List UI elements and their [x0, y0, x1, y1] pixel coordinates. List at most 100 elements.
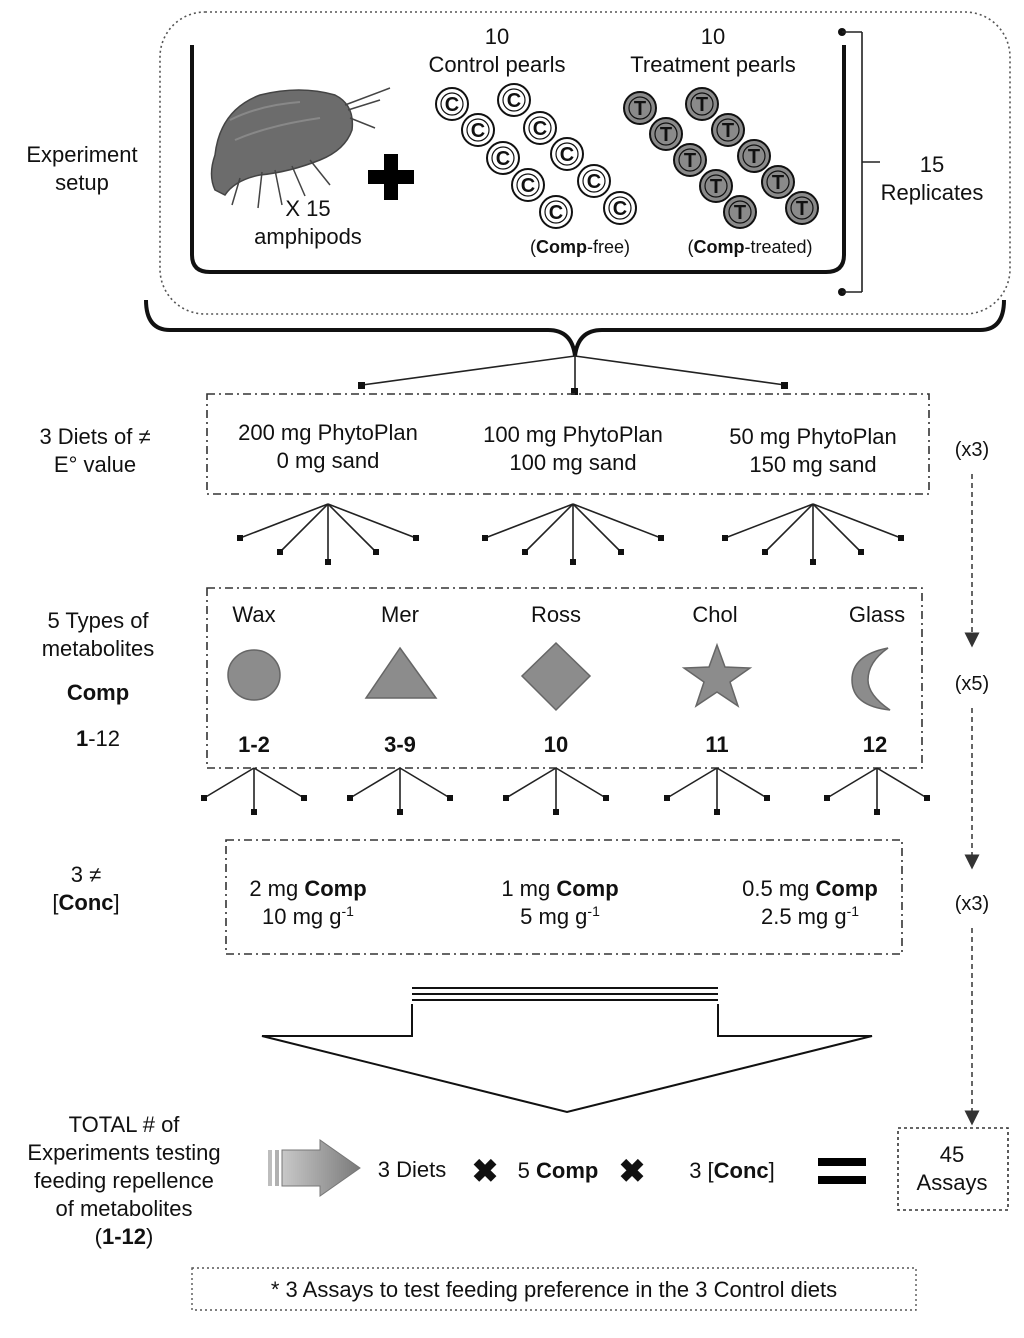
- diet-1-line1: 200 mg PhytoPlan: [238, 420, 418, 445]
- metabolites-multiplier: (x5): [955, 673, 989, 695]
- control-pearl: C: [497, 83, 531, 117]
- conc-3-value: 2.5 mg g-1: [761, 903, 859, 929]
- total-label-line2: Experiments testing: [27, 1140, 220, 1165]
- svg-text:T: T: [710, 176, 722, 198]
- svg-text:T: T: [772, 172, 784, 194]
- svg-text:T: T: [634, 98, 646, 120]
- crescent-icon: [851, 647, 891, 711]
- container-outline: [190, 45, 846, 274]
- total-term-diets: 3 Diets: [378, 1157, 446, 1182]
- svg-text:C: C: [507, 90, 521, 112]
- svg-text:C: C: [587, 171, 601, 193]
- result-box: [897, 1127, 1009, 1211]
- svg-text:T: T: [684, 150, 696, 172]
- svg-text:C: C: [445, 94, 459, 116]
- multiply-icon-1: ✖: [472, 1153, 499, 1189]
- treatment-pearl: T: [785, 191, 819, 225]
- svg-text:C: C: [496, 148, 510, 170]
- multiply-icon-2: ✖: [619, 1153, 646, 1189]
- svg-text:C: C: [560, 144, 574, 166]
- metabolites-label-comp: Comp: [67, 680, 129, 705]
- setup-frame: [159, 11, 1011, 315]
- setup-label-line1: Experiment: [26, 142, 137, 167]
- total-label-line4: of metabolites: [56, 1196, 193, 1221]
- svg-text:C: C: [549, 202, 563, 224]
- control-pearl: C: [550, 137, 584, 171]
- setup-brace: [144, 299, 1006, 357]
- treatment-pearl: T: [673, 143, 707, 177]
- diets-label-line1: 3 Diets of ≠: [39, 424, 150, 449]
- control-pearl: C: [511, 168, 545, 202]
- footnote-box: [191, 1267, 917, 1311]
- svg-text:T: T: [722, 120, 734, 142]
- svg-text:T: T: [734, 202, 746, 224]
- diet-2-line2: 100 mg sand: [509, 450, 636, 475]
- funnel-arrow: [261, 987, 873, 1114]
- total-term-comp: 5 Comp: [518, 1158, 599, 1183]
- svg-text:T: T: [796, 198, 808, 220]
- conc-multiplier: (x3): [955, 893, 989, 915]
- conc-label-line2: [Conc]: [52, 890, 119, 915]
- plus-icon: [368, 154, 414, 200]
- metabolite-range-ross: 10: [544, 732, 568, 757]
- total-label-line3: feeding repellence: [34, 1168, 214, 1193]
- total-label-line1: TOTAL # of: [69, 1112, 181, 1137]
- amphipod-illustration: [210, 87, 391, 209]
- conc-label-line1: 3 ≠: [71, 862, 101, 887]
- concentration-fans: [201, 767, 930, 815]
- control-pearl: C: [523, 111, 557, 145]
- metabolite-name-glass: Glass: [849, 602, 905, 627]
- replicates-bracket: [838, 28, 880, 296]
- metabolite-range-glass: 12: [863, 732, 887, 757]
- total-label-line5: (1-12): [95, 1224, 154, 1249]
- metabolite-name-chol: Chol: [692, 602, 737, 627]
- diets-label-line2: E° value: [54, 452, 136, 477]
- treatment-pearl: T: [649, 117, 683, 151]
- metabolite-name-wax: Wax: [232, 602, 275, 627]
- amphipod-label: amphipods: [254, 224, 362, 249]
- treatment-pearl: T: [699, 169, 733, 203]
- control-pearl: C: [577, 164, 611, 198]
- control-note: (Comp-free): [530, 237, 630, 257]
- treatment-pearl: T: [723, 195, 757, 229]
- conc-1-amount: 2 mg Comp: [249, 876, 366, 901]
- diets-frame: [206, 393, 930, 495]
- metabolite-name-mer: Mer: [381, 602, 419, 627]
- treatment-pearl: T: [623, 91, 657, 125]
- metabolites-label-line2: metabolites: [42, 636, 155, 661]
- total-term-conc: 3 [Conc]: [689, 1158, 775, 1183]
- svg-text:C: C: [521, 175, 535, 197]
- replicates-count: 15: [920, 152, 944, 177]
- diets-multiplier: (x3): [955, 439, 989, 461]
- treatment-pearl: T: [711, 113, 745, 147]
- conc-2-value: 5 mg g-1: [520, 903, 600, 929]
- diet-1-line2: 0 mg sand: [277, 448, 380, 473]
- conc-1-value: 10 mg g-1: [262, 903, 354, 929]
- metabolite-name-ross: Ross: [531, 602, 581, 627]
- control-label: Control pearls: [429, 52, 566, 77]
- circle-icon: [227, 649, 281, 701]
- control-pearl: C: [539, 195, 573, 229]
- result-line1: 45: [940, 1142, 964, 1167]
- control-pearl: C: [486, 141, 520, 175]
- right-arrow-icon: [268, 1139, 361, 1197]
- treatment-label: Treatment pearls: [630, 52, 795, 77]
- diet-2-line1: 100 mg PhytoPlan: [483, 422, 663, 447]
- conc-3-amount: 0.5 mg Comp: [742, 876, 878, 901]
- equals-icon: [818, 1158, 866, 1184]
- metabolite-fans: [237, 503, 904, 565]
- metabolite-range-chol: 11: [705, 732, 728, 757]
- metabolites-label-line1: 5 Types of: [47, 608, 149, 633]
- control-pearl: C: [603, 191, 637, 225]
- diet-3-line2: 150 mg sand: [749, 452, 876, 477]
- control-count: 10: [485, 24, 509, 49]
- diet-3-line1: 50 mg PhytoPlan: [729, 424, 897, 449]
- diamond-icon: [520, 641, 592, 712]
- replicates-label: Replicates: [881, 180, 984, 205]
- svg-text:T: T: [748, 146, 760, 168]
- svg-text:T: T: [660, 124, 672, 146]
- result-line2: Assays: [917, 1170, 988, 1195]
- svg-text:C: C: [471, 120, 485, 142]
